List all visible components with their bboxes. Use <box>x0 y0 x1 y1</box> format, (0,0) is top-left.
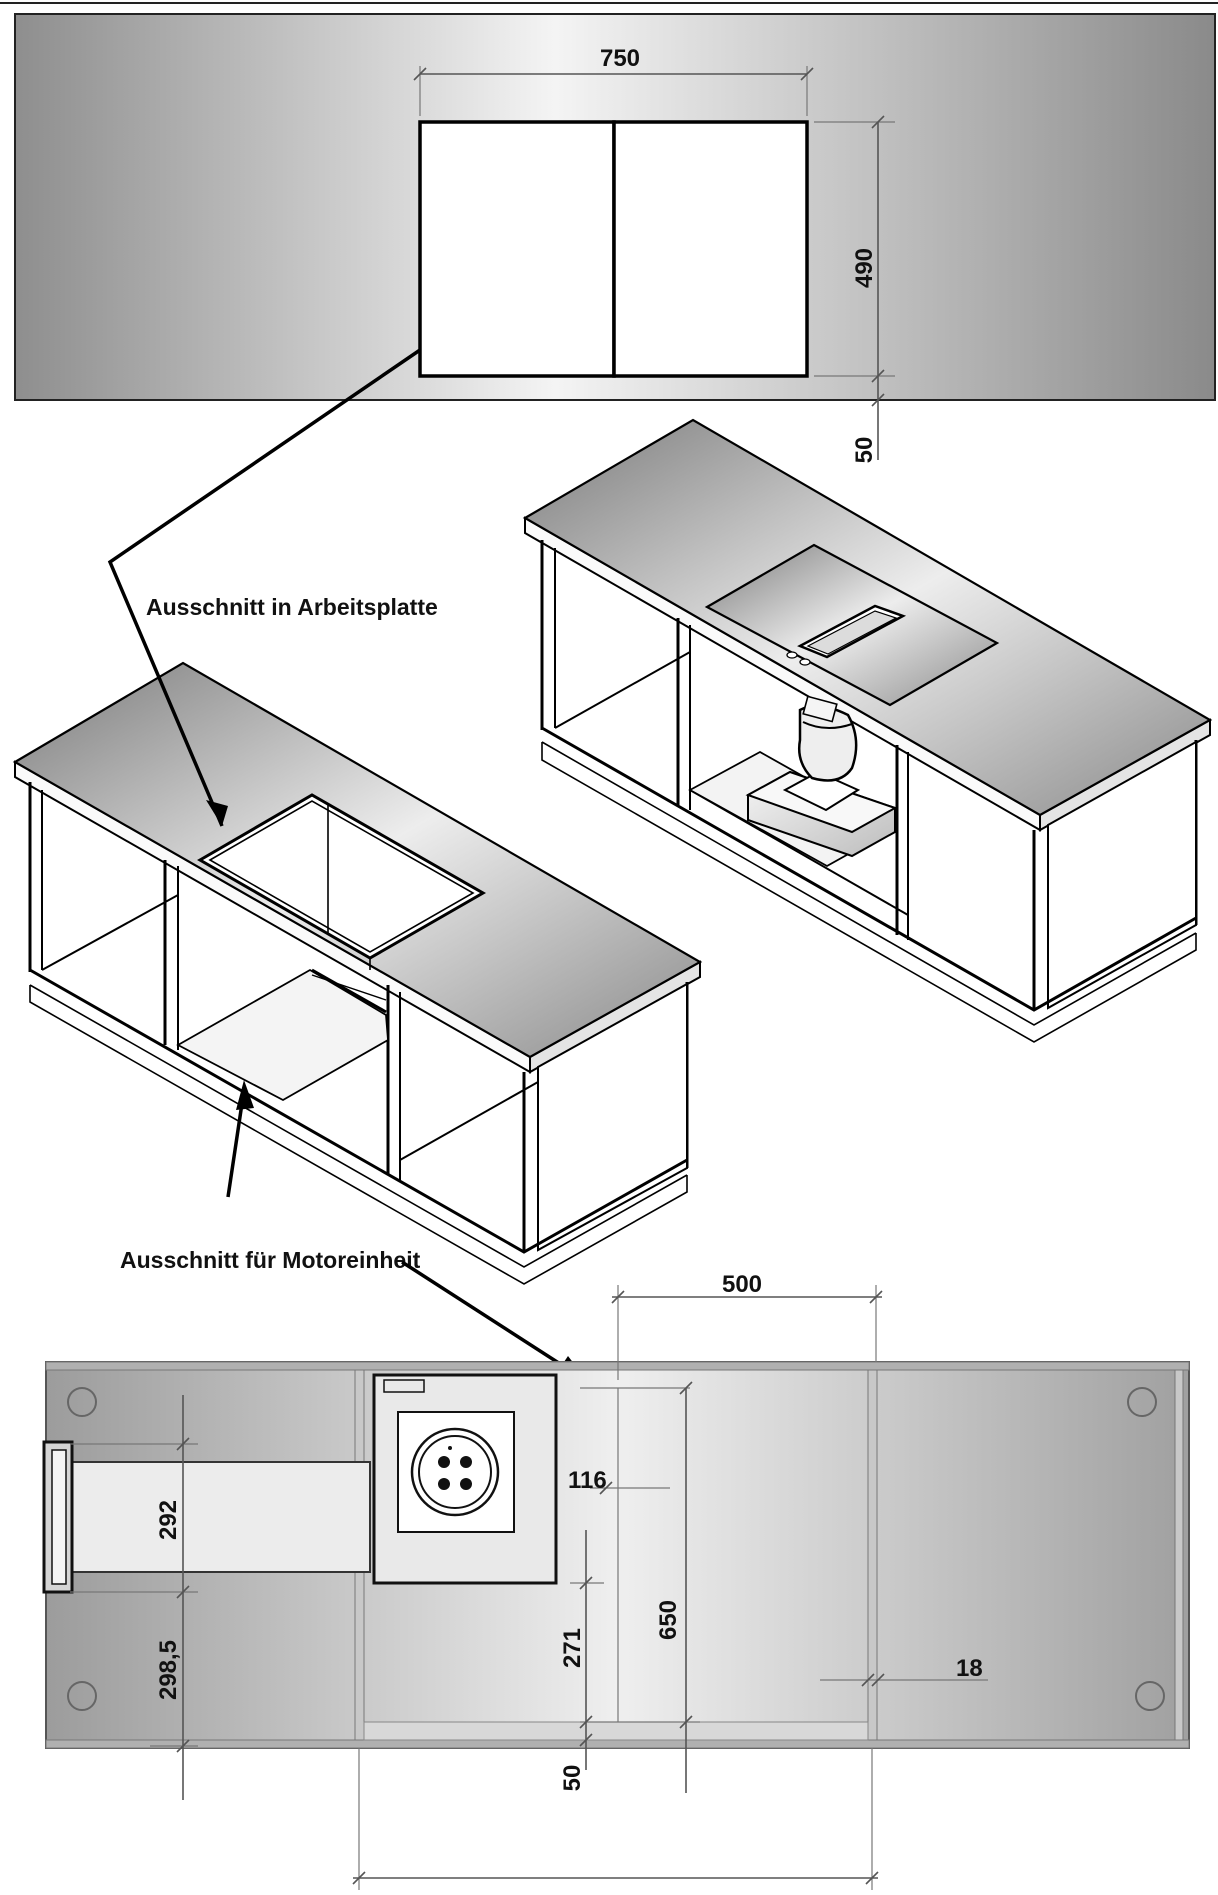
dim-18: 18 <box>956 1655 983 1682</box>
panel-divider-2 <box>867 1369 878 1741</box>
cutout-right-zone <box>612 120 809 378</box>
motor-cutout-shelf <box>176 968 389 1102</box>
worktop-cutout-opening <box>197 793 487 960</box>
dimension-cabinet-depth: 650 <box>580 1381 700 1793</box>
island-with-hob <box>522 418 1213 1043</box>
callouts: Ausschnitt in Arbeitsplatte Ausschnitt f… <box>107 348 588 1382</box>
dim-50-bottom: 50 <box>559 1765 586 1792</box>
label-cutout-motor: Ausschnitt für Motoreinheit <box>120 1247 421 1273</box>
dim-500: 500 <box>722 1271 762 1298</box>
duct-channel <box>69 1461 371 1573</box>
dimension-panel-thickness: 18 <box>820 1655 988 1687</box>
dim-116: 116 <box>568 1467 607 1494</box>
label-cutout-worktop: Ausschnitt in Arbeitsplatte <box>146 594 438 620</box>
leveling-foot-icon <box>67 1387 97 1417</box>
dim-750: 750 <box>600 45 640 72</box>
worktop-cutout-plan: 750 490 50 <box>0 2 1218 464</box>
dimension-panel-offset: 116 <box>568 1467 670 1495</box>
dim-271: 271 <box>559 1628 586 1668</box>
dimension-channel: 292 298,5 <box>70 1395 198 1800</box>
dim-292: 292 <box>155 1500 182 1540</box>
dim-50-top: 50 <box>851 437 878 464</box>
dimension-cutout-depth: 490 50 <box>814 115 895 464</box>
leader-arrow-motor-down <box>401 1260 583 1380</box>
leveling-foot-icon <box>1127 1387 1157 1417</box>
dimension-cabinet-width: 500 <box>611 1271 883 1380</box>
leveling-foot-icon <box>1135 1681 1165 1711</box>
dimension-overall-bottom <box>352 1748 879 1890</box>
island-with-cutout <box>12 661 703 1285</box>
dimension-cutout-width: 750 <box>413 45 814 116</box>
dimension-motor-offset: 271 50 <box>559 1530 604 1791</box>
dim-650: 650 <box>655 1600 682 1640</box>
leveling-foot-icon <box>67 1681 97 1711</box>
cutout-left-zone <box>418 120 616 378</box>
dim-490: 490 <box>851 248 878 288</box>
dim-298-5: 298,5 <box>155 1640 182 1700</box>
cabinet-plan: 500 650 116 271 50 <box>42 1271 1190 1890</box>
fan-motor-icon <box>410 1427 500 1517</box>
leader-arrow-worktop <box>107 348 421 827</box>
